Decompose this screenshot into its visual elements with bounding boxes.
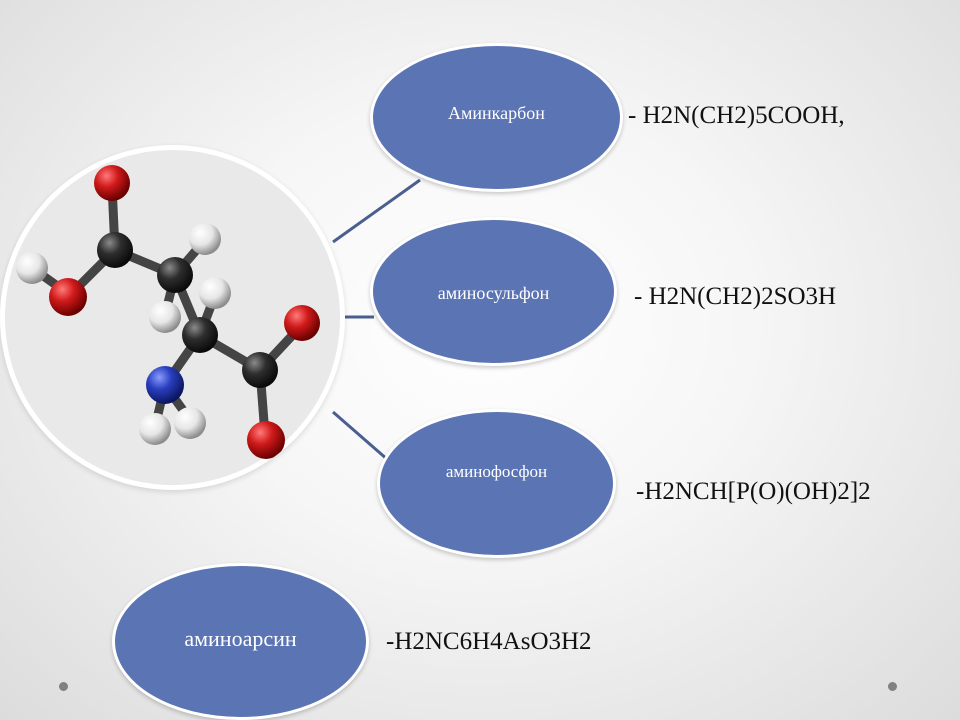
aminocarbon-formula: - H2N(CH2)5COOH, (628, 102, 845, 129)
aminofosfon-formula: -H2NCH[P(O)(OH)2]2 (636, 478, 871, 505)
carbon-atom (97, 232, 133, 268)
connector-line-aminocarbon (332, 178, 421, 244)
connector-line-aminofosfon (332, 410, 389, 462)
aminoarsin-formula: -H2NC6H4AsO3H2 (386, 628, 592, 655)
aminocarbon-label: Аминкарбон (448, 103, 545, 123)
decorative-dot-right (888, 682, 897, 691)
aminocarbon-oval: Аминкарбон (370, 43, 623, 192)
decorative-dot-left (59, 682, 68, 691)
aminofosfon-label: аминофосфон (445, 461, 548, 481)
hydrogen-atom (174, 407, 206, 439)
aminosulfon-label: аминосульфон (437, 283, 550, 303)
aminoarsin-oval: аминоарсин (112, 563, 369, 720)
oxygen-atom (49, 278, 87, 316)
hydrogen-atom (189, 223, 221, 255)
oxygen-atom (94, 165, 130, 201)
oxygen-atom (284, 305, 320, 341)
nitrogen-atom (146, 366, 184, 404)
carbon-atom (182, 317, 218, 353)
hydrogen-atom (149, 301, 181, 333)
aminosulfon-formula: - H2N(CH2)2SO3H (634, 283, 837, 310)
hydrogen-atom (16, 252, 48, 284)
molecule-image-frame (0, 145, 345, 490)
carbon-atom (242, 352, 278, 388)
oxygen-atom (247, 421, 285, 459)
hydrogen-atom (139, 413, 171, 445)
aminosulfon-oval: аминосульфон (370, 217, 617, 366)
aminoarsin-label: аминоарсин (184, 625, 297, 651)
molecule-ball-and-stick-image (16, 165, 320, 459)
carbon-atom (157, 257, 193, 293)
aminofosfon-oval: аминофосфон (377, 409, 616, 558)
hydrogen-atom (199, 277, 231, 309)
